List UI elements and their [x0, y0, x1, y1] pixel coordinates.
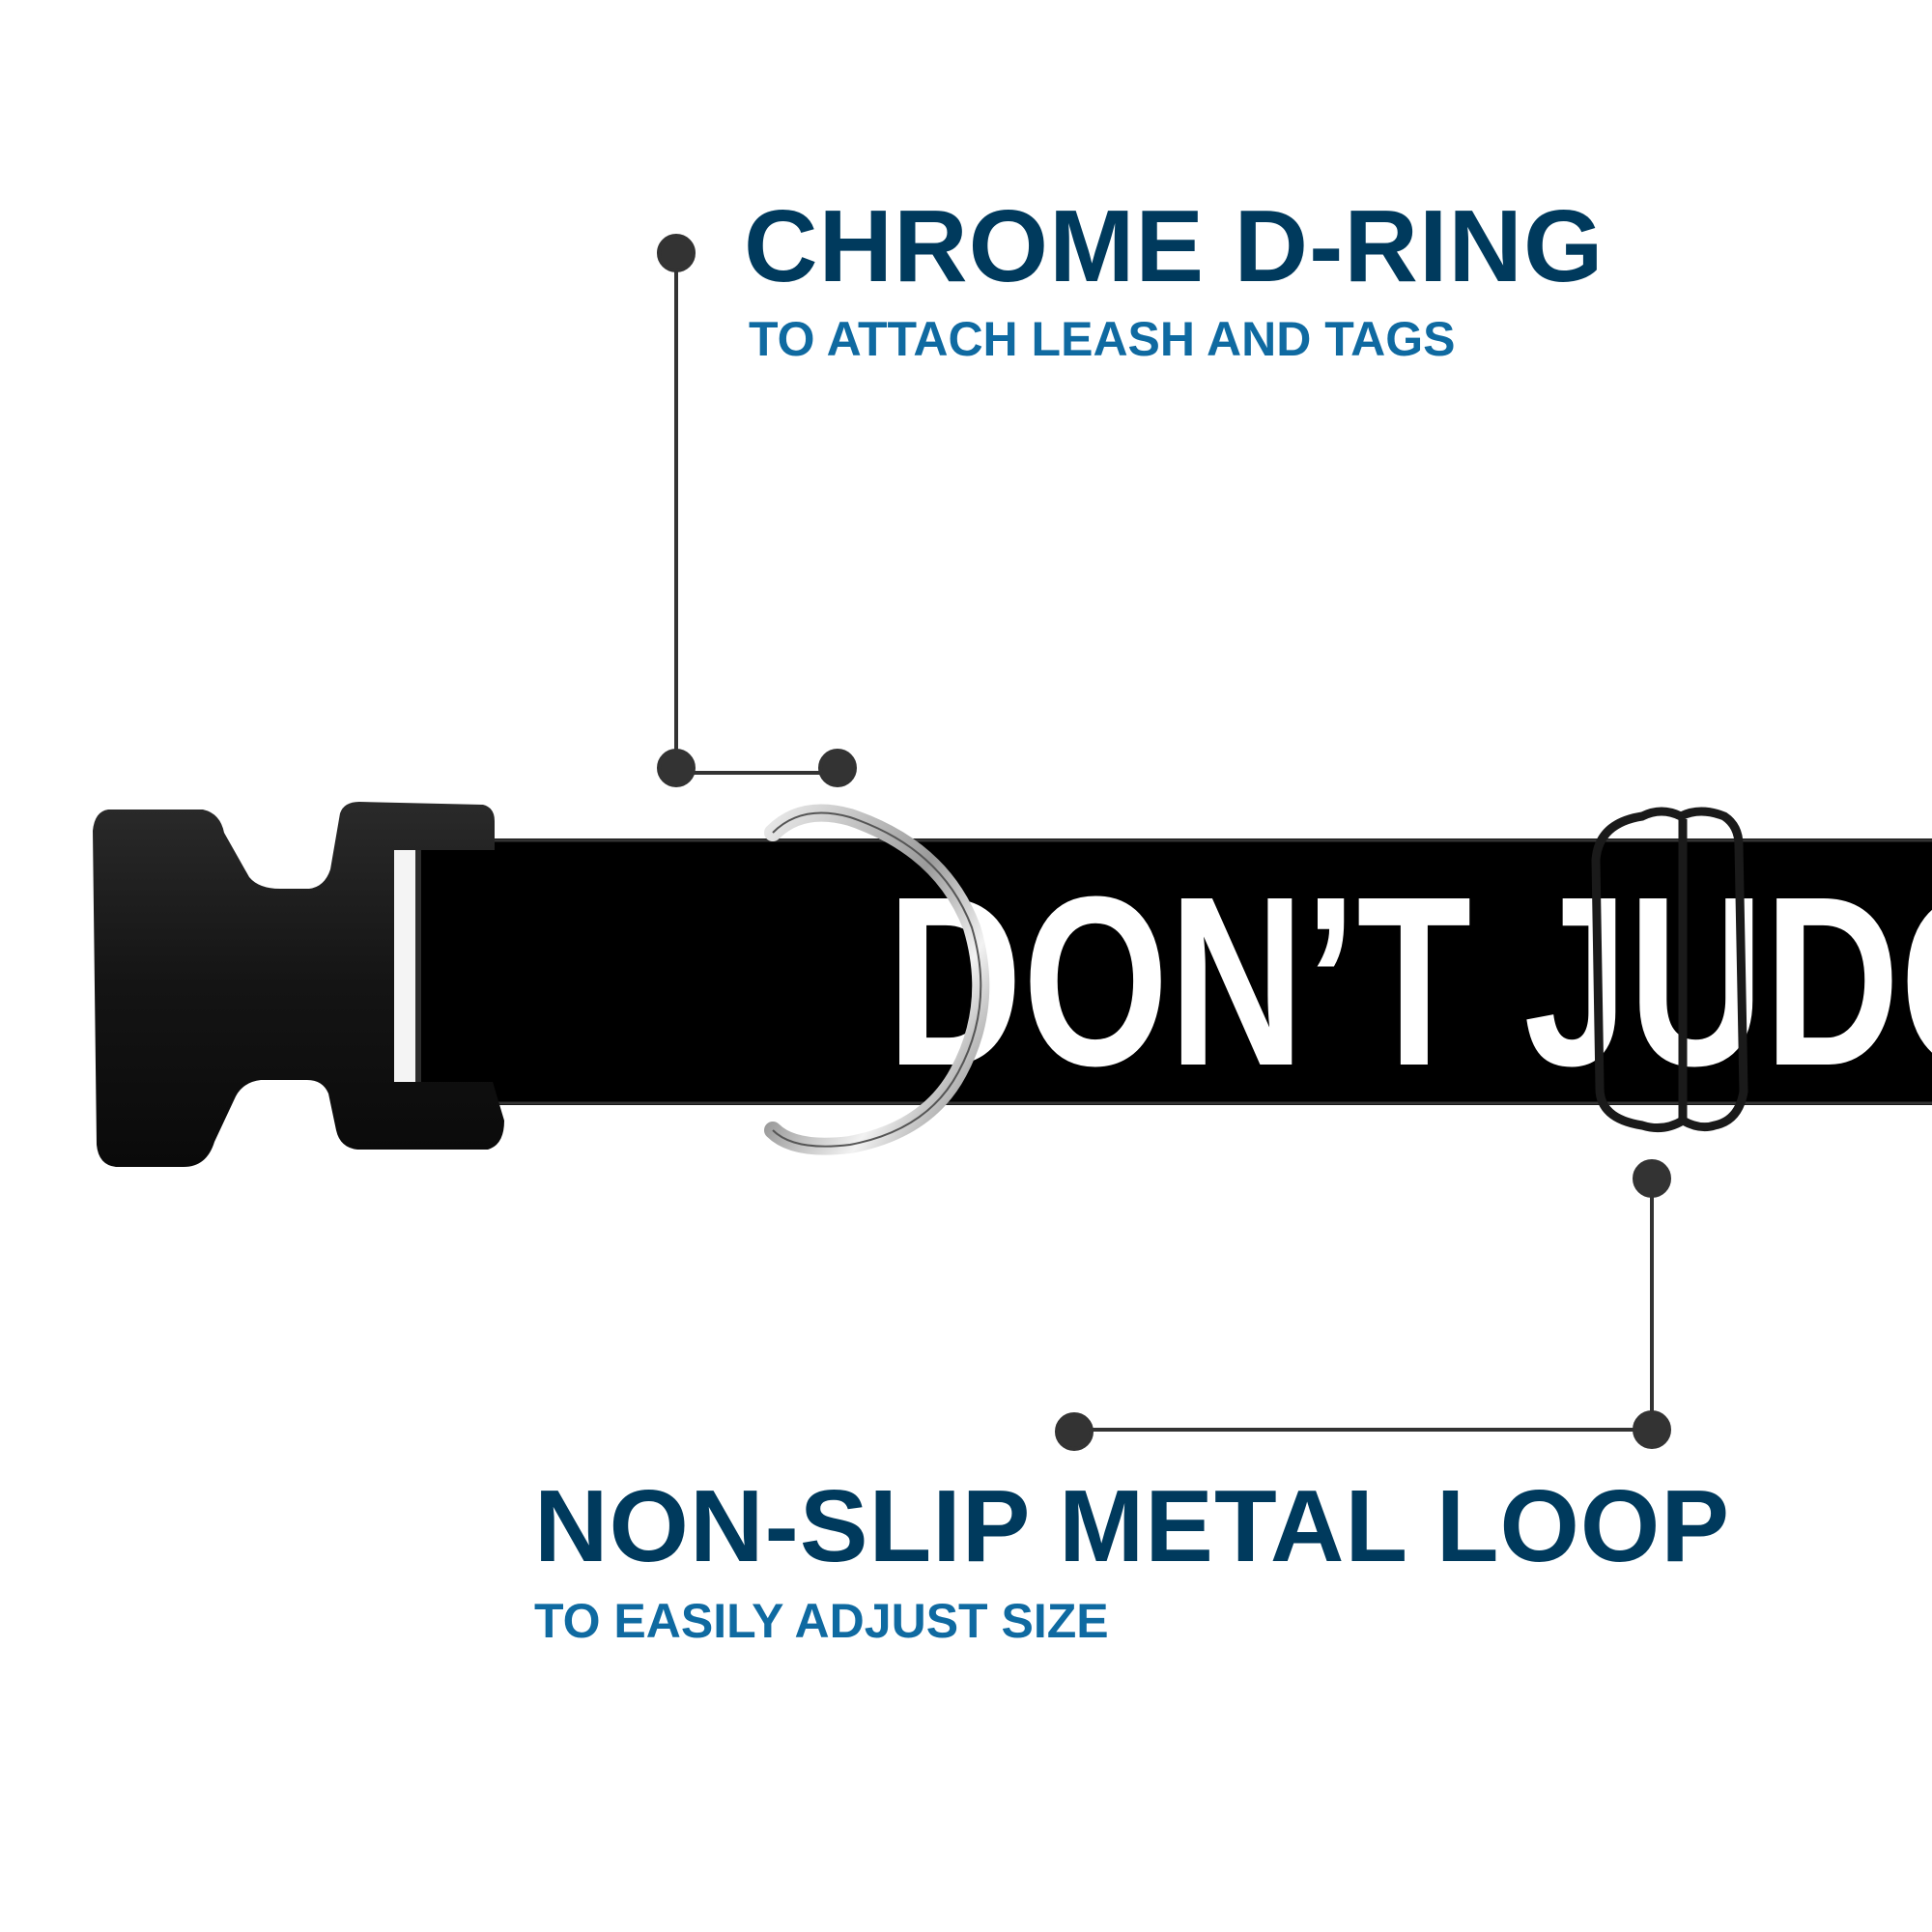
- loop-leader-line: [1055, 1159, 1671, 1451]
- collar-strap: [406, 838, 1932, 1105]
- loop-callout-subtitle: TO EASILY ADJUST SIZE: [534, 1594, 1109, 1648]
- slide-loop-icon: [1591, 807, 1748, 1133]
- d-ring-leader-line: [657, 234, 857, 787]
- d-ring-callout-subtitle: TO ATTACH LEASH AND TAGS: [749, 312, 1456, 366]
- collar-print-text: DON’T JUDG: [887, 846, 1932, 1116]
- d-ring-callout-title: CHROME D-RING: [744, 189, 1605, 303]
- side-release-buckle-icon: [93, 802, 504, 1167]
- loop-callout-title: NON-SLIP METAL LOOP: [534, 1469, 1731, 1583]
- d-ring-icon: [764, 804, 990, 1155]
